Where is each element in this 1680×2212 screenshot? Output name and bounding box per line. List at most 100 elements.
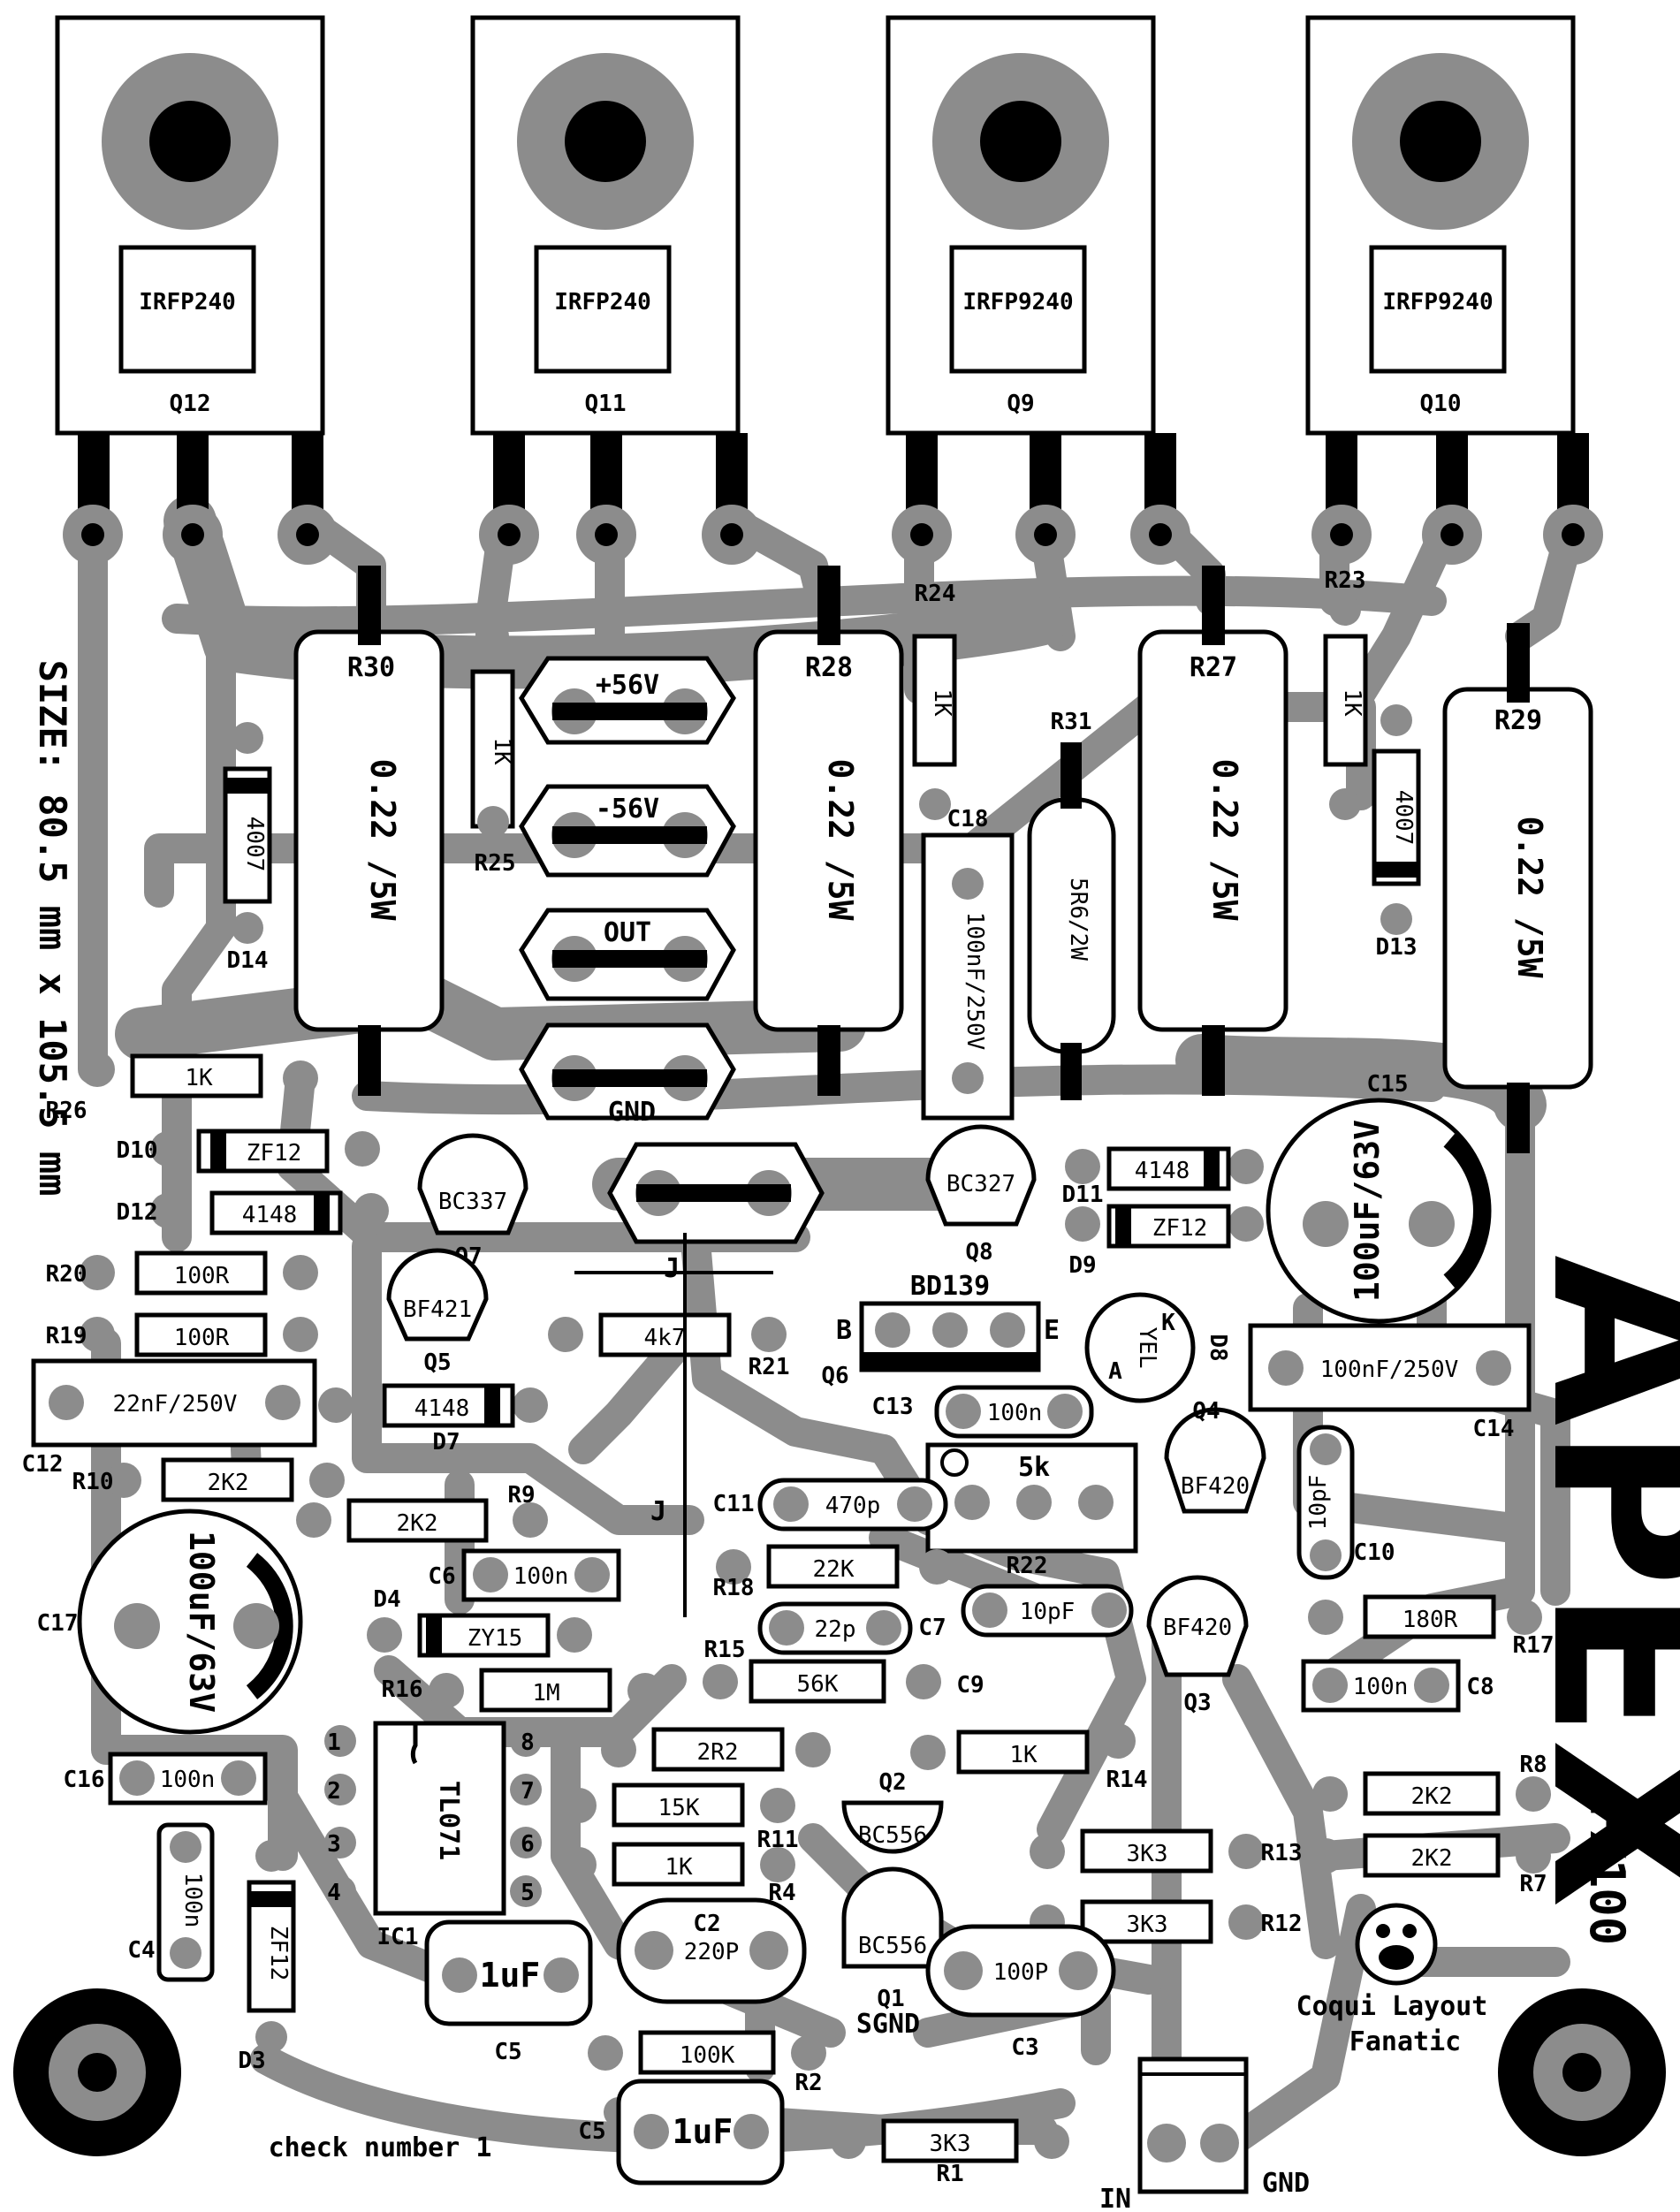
svg-text:R22: R22: [1007, 1553, 1048, 1579]
svg-text:1uF: 1uF: [673, 2112, 734, 2151]
capacitor-c2: 220P C2: [616, 1897, 807, 2004]
svg-text:C11: C11: [713, 1491, 755, 1517]
svg-text:C16: C16: [64, 1767, 105, 1793]
svg-text:IC1: IC1: [377, 1924, 419, 1950]
svg-text:C5: C5: [578, 2118, 605, 2145]
brand-logo: APEX: [1503, 1255, 1680, 1909]
svg-text:R9: R9: [507, 1482, 535, 1509]
svg-text:R20: R20: [46, 1261, 87, 1288]
svg-text:1: 1: [327, 1729, 341, 1756]
capacitor-c15: 100uF/63V C15: [1266, 1071, 1492, 1324]
svg-text:Q8: Q8: [965, 1239, 992, 1266]
svg-text:D3: D3: [238, 2048, 265, 2074]
svg-text:1K: 1K: [1009, 1742, 1038, 1768]
svg-text:100uF/63V: 100uF/63V: [1348, 1120, 1387, 1302]
transistor-q10: IRFP9240 Q10: [1305, 15, 1576, 436]
input-connector: IN GND: [1099, 2056, 1310, 2212]
svg-text:R15: R15: [704, 1637, 746, 1663]
svg-text:C15: C15: [1367, 1071, 1409, 1098]
part-label: IRFP240: [554, 289, 651, 315]
jumper-block: [607, 1142, 825, 1244]
transistor-q5: BF421 Q5: [386, 1248, 489, 1376]
svg-text:180R: 180R: [1403, 1607, 1458, 1633]
capacitor-c9: 10pF C9: [956, 1584, 1134, 1699]
svg-text:3: 3: [327, 1831, 341, 1858]
svg-text:100n: 100n: [1353, 1674, 1409, 1700]
svg-text:BC556: BC556: [858, 1822, 927, 1849]
svg-text:D12: D12: [117, 1199, 158, 1226]
svg-text:100n: 100n: [179, 1873, 206, 1928]
svg-text:ZF12: ZF12: [265, 1926, 292, 1981]
resistor-r9: 2K2 R9: [296, 1482, 548, 1543]
part-label: IRFP240: [139, 289, 236, 315]
svg-text:4007: 4007: [241, 817, 268, 872]
svg-text:BC327: BC327: [946, 1171, 1015, 1197]
transistor-q8: BC327 Q8: [925, 1124, 1037, 1266]
capacitor-c17: 100uF/63V C17: [37, 1509, 303, 1735]
resistor-r8: 2K2 R8: [1312, 1752, 1551, 1816]
svg-text:R25: R25: [475, 850, 516, 877]
ref-label: R29: [1494, 705, 1542, 736]
svg-text:2: 2: [327, 1778, 341, 1805]
svg-text:470p: 470p: [825, 1493, 881, 1519]
svg-text:100nF/250V: 100nF/250V: [1320, 1357, 1459, 1383]
value-label: 0.22 /5W: [363, 758, 402, 920]
svg-text:OUT: OUT: [604, 917, 651, 948]
capacitor-c7: 22p C7: [757, 1601, 946, 1655]
svg-text:100n: 100n: [160, 1767, 216, 1793]
svg-text:BF421: BF421: [403, 1296, 472, 1323]
svg-text:Q2: Q2: [878, 1769, 906, 1796]
svg-text:Q3: Q3: [1183, 1690, 1211, 1716]
resistor-r24: 1K R24: [912, 581, 957, 820]
svg-text:4148: 4148: [414, 1395, 470, 1422]
mounting-hole-left: [13, 1988, 181, 2156]
capacitor-c3: 100P C3: [925, 1924, 1116, 2061]
resistor-r28: R28 0.22 /5W: [753, 566, 904, 1096]
svg-text:C10: C10: [1354, 1539, 1395, 1566]
terminal-out: OUT: [519, 908, 736, 1001]
svg-text:GND: GND: [608, 1097, 656, 1128]
svg-text:GND: GND: [1262, 2168, 1310, 2199]
svg-text:E: E: [1044, 1315, 1060, 1346]
svg-text:100P: 100P: [993, 1959, 1049, 1986]
resistor-r20: 100R R20: [46, 1250, 318, 1296]
svg-text:3K3: 3K3: [1127, 1912, 1168, 1938]
svg-text:R26: R26: [46, 1098, 87, 1124]
svg-text:3K3: 3K3: [1127, 1841, 1168, 1867]
mounting-hole-right: [1498, 1988, 1666, 2156]
svg-text:R17: R17: [1513, 1632, 1555, 1659]
svg-text:1uF: 1uF: [480, 1956, 541, 1995]
svg-text:6: 6: [521, 1831, 535, 1858]
svg-text:4148: 4148: [242, 1202, 298, 1228]
frog-icon: [1355, 1903, 1438, 1986]
svg-text:100K: 100K: [680, 2042, 735, 2069]
sgnd-label: SGND: [856, 2009, 920, 2040]
svg-text:R18: R18: [713, 1575, 755, 1601]
svg-text:TL071: TL071: [433, 1781, 464, 1860]
svg-text:100n: 100n: [987, 1400, 1043, 1426]
svg-text:5: 5: [521, 1880, 535, 1906]
diode-d3: ZF12 D3: [238, 1840, 296, 2074]
svg-text:C3: C3: [1011, 2034, 1038, 2061]
svg-text:2K2: 2K2: [208, 1470, 249, 1496]
svg-text:C2: C2: [693, 1911, 720, 1937]
svg-text:R13: R13: [1261, 1840, 1303, 1866]
svg-text:15K: 15K: [658, 1795, 700, 1821]
value-label: 0.22 /5W: [1205, 758, 1244, 920]
jumper-label: J: [664, 1253, 680, 1284]
svg-text:IN: IN: [1099, 2184, 1131, 2212]
svg-text:2K2: 2K2: [1411, 1783, 1453, 1810]
part-label: IRFP9240: [962, 289, 1073, 315]
svg-text:R1: R1: [936, 2161, 963, 2187]
svg-text:Q5: Q5: [423, 1349, 451, 1376]
ic-tl071: 1 2 3 4 5 6 7 8 TL071 IC1: [324, 1721, 542, 1950]
resistor-r16: 1M R16: [382, 1668, 663, 1713]
svg-text:R23: R23: [1325, 567, 1366, 594]
resistor-r14: 1K R14: [910, 1723, 1147, 1793]
svg-text:C7: C7: [918, 1615, 946, 1641]
svg-text:1M: 1M: [532, 1680, 559, 1707]
transistor-q11: IRFP240 Q11: [470, 15, 741, 436]
svg-text:4k7: 4k7: [644, 1325, 686, 1351]
capacitor-c14: 100nF/250V C14: [1248, 1323, 1532, 1442]
resistor-r17: 180R R17: [1308, 1594, 1555, 1659]
